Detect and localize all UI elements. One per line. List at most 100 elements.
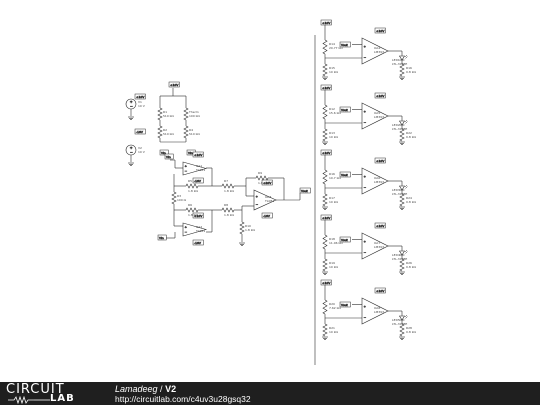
net-label-v2-top: -10V [134,128,146,135]
svg-text:−: − [256,203,259,207]
r1-value: 510 kΩ [163,114,174,118]
stage5-rled-value: 0.8 kΩ [406,330,416,334]
circuit-url[interactable]: http://circuitlab.com/c4uv3u28gsq32 [115,394,251,404]
stage3-oa-label: OA6 [374,176,380,180]
oa1-label: OA1 [196,164,202,168]
resistor-r2 [157,125,163,139]
svg-text:+: + [185,164,188,168]
opamp-stage5: +− [361,297,389,325]
svg-text:+10V: +10V [376,289,385,293]
net-label-stage5-vcc: +10V [320,279,332,286]
resistor-stage5-top [322,299,328,315]
resistor-stage2-top [322,104,328,120]
svg-text:+10V: +10V [322,21,331,25]
resistor-rg [171,191,177,205]
stage1-ground [322,76,328,80]
author-name[interactable]: Lamadeeg [115,384,158,394]
svg-text:−: − [130,105,133,109]
svg-text:Vin: Vin [166,155,171,159]
stage4-led-part: LTL-307EE [392,257,407,261]
r10-ground [239,242,245,246]
r7-value: 1.8 kΩ [224,189,234,193]
stage1-rled-value: 0.8 kΩ [406,70,416,74]
circuitlab-logo[interactable]: CIRCUIT LAB [6,383,96,405]
oa2-part: TL081 [195,229,205,233]
svg-text:+10V: +10V [322,151,331,155]
resistor-stage2-bottom [322,128,328,142]
net-label-stage2-vin: Vout [339,106,351,113]
stage2-led-label: LED2 [392,123,400,127]
svg-text:Vout: Vout [341,173,349,177]
resistor-stage2-led [399,128,405,142]
svg-text:+10V: +10V [194,214,203,218]
led-stage4 [398,249,408,256]
stage3-led-label: LED3 [392,188,400,192]
net-label-stage5-vin: Vout [339,301,351,308]
v2-value: 10 V [138,150,146,154]
svg-text:+10V: +10V [376,159,385,163]
stage5-rled-label: R28 [406,326,412,330]
led-stage1 [398,54,408,61]
svg-text:Vout: Vout [341,238,349,242]
logo-wordmark-bottom: LAB [50,393,75,404]
circuit-title: Lamadeeg / V2 [115,384,176,394]
net-label-oa1-vee: -10V [192,177,204,184]
svg-text:Vout: Vout [341,108,349,112]
oa2-label: OA2 [196,225,202,229]
r10-label: R10 [245,224,251,228]
resistor-r7 [221,183,235,189]
stage3-ground [322,206,328,210]
svg-text:-10V: -10V [136,130,144,134]
stage4-rbot-label: R19 [329,261,335,265]
net-label-stage5-oa-vcc: +10V [374,287,386,294]
resistor-stage4-top [322,234,328,250]
opamp-oa2: +− [182,222,208,237]
r2-value: 510 kΩ [163,132,174,136]
resistor-stage4-bottom [322,258,328,272]
net-label-oa3-vee: -10V [261,212,273,219]
svg-text:+: + [364,239,367,243]
net-label-v1-top: +10V [134,93,146,100]
stage4-rtop-label: R18 [329,237,335,241]
svg-text:−: − [364,250,367,254]
net-label-vin-left: Vin [159,149,169,156]
svg-text:+: + [130,146,133,150]
stage5-led-part: LTL-307EE [392,322,407,326]
net-label-bridge-top: +10V [168,81,180,88]
r8-label: R8 [224,203,228,207]
r10-value: 1.8 kΩ [245,228,255,232]
net-label-stage2-oa-vcc: +10V [374,92,386,99]
stage2-oa-label: OA5 [374,111,380,115]
stage1-rbot-label: R15 [329,66,335,70]
resistor-stage5-led [399,323,405,337]
svg-text:+: + [185,225,188,229]
r6-value: 1.8 kΩ [188,213,198,217]
svg-text:+: + [364,44,367,48]
svg-text:−: − [185,230,188,234]
led-stage5 [398,314,408,321]
stage2-rled-value: 0.8 kΩ [406,135,416,139]
v2-label: V2 [138,146,142,150]
resistor-r4 [183,125,189,139]
svg-text:Vin: Vin [188,151,193,155]
net-label-stage4-vin: Vout [339,236,351,243]
stage2-rled-label: R22 [406,131,412,135]
stage3-rbot-label: R17 [329,196,335,200]
svg-text:−: − [185,169,188,173]
r4-label: R4 [189,128,193,132]
svg-text:Vout: Vout [341,303,349,307]
net-label-stage4-oa-vcc: +10V [374,222,386,229]
opamp-stage4: +− [361,232,389,260]
resistor-stage1-bottom [322,63,328,77]
resistor-r8 [221,207,235,213]
net-label-oa2-in: Vin [157,234,167,241]
opamp-stage2: +− [361,102,389,130]
stage3-rbot-value: 10 kΩ [329,200,339,204]
svg-text:Vin: Vin [159,236,164,240]
stage1-rled-label: R16 [406,66,412,70]
rg-label: R3 [177,194,181,198]
oa3-label: OA3 [265,195,271,199]
svg-text:−: − [364,120,367,124]
oa3-part: TL081 [264,199,274,203]
